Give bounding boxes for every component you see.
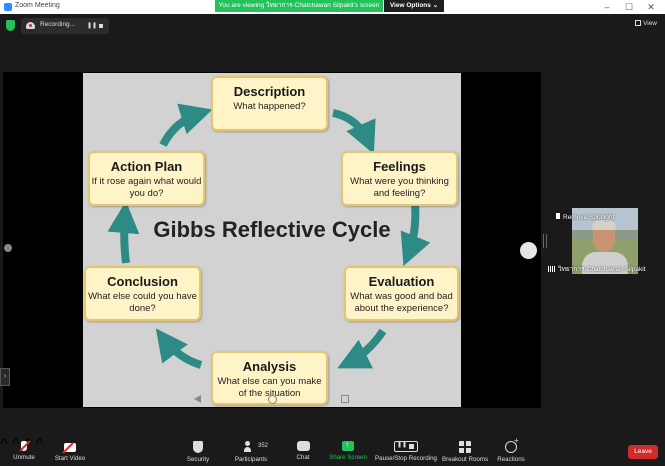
- chat-label: Chat: [296, 454, 310, 461]
- view-button[interactable]: View: [635, 20, 657, 27]
- meeting-toolbar: Unmute ^ Start Video ^ Security 352 Part…: [0, 436, 665, 466]
- participants-label: Participants: [234, 456, 268, 463]
- cycle-arrows: [107, 103, 431, 369]
- security-label: Security: [186, 456, 210, 463]
- breakout-rooms-button[interactable]: Breakout Rooms: [442, 436, 488, 466]
- box-title: Analysis: [242, 359, 297, 374]
- box-description: Description What happened?: [211, 76, 328, 131]
- participant-name: วิทยาการ-Chatchawan Silpakit: [548, 264, 646, 274]
- expand-panel-tab[interactable]: ›: [0, 368, 10, 386]
- box-subtitle: What happened?: [233, 101, 306, 112]
- unmute-label: Unmute: [13, 454, 35, 461]
- android-back-icon[interactable]: [194, 395, 201, 403]
- slide-title: Gibbs Reflective Cycle: [153, 217, 391, 242]
- arrow-actionplan-description: [159, 103, 213, 147]
- remove-spotlight-label: Remove Spotlight: [563, 214, 615, 221]
- zoom-app-icon: [4, 3, 12, 11]
- view-label: View: [643, 20, 657, 27]
- grid-view-icon: [635, 20, 641, 26]
- box-subtitle: What else could you have done?: [88, 291, 197, 314]
- leave-button[interactable]: Leave: [628, 445, 658, 459]
- signal-strength-icon: [548, 266, 556, 272]
- stop-recording-icon[interactable]: [99, 24, 103, 28]
- participant-count: 352: [258, 443, 269, 449]
- participant-hair: [592, 220, 616, 230]
- box-analysis: Analysis What else can you make of the s…: [211, 351, 328, 405]
- android-recents-icon[interactable]: [341, 395, 349, 403]
- maximize-icon[interactable]: ☐: [624, 2, 634, 12]
- breakout-rooms-label: Breakout Rooms: [442, 456, 489, 463]
- box-subtitle: What was good and bad about the experien…: [350, 291, 453, 314]
- breakout-rooms-icon: [459, 441, 471, 453]
- settings-dot-icon[interactable]: [4, 244, 12, 252]
- share-screen-button[interactable]: Share Screen: [329, 436, 367, 466]
- pause-recording-label: Pause/Stop Recording: [375, 455, 437, 462]
- microphone-muted-icon: [19, 440, 31, 452]
- video-options-caret-icon[interactable]: ^: [11, 436, 20, 453]
- recording-indicator: Recording... ❚❚: [21, 18, 109, 34]
- security-button[interactable]: Security: [183, 436, 213, 466]
- pause-stop-icon: [394, 441, 418, 452]
- video-slash-icon: [62, 442, 74, 454]
- drag-handle[interactable]: [520, 242, 537, 259]
- view-options-button[interactable]: View Options ⌄: [384, 0, 444, 12]
- participant-video[interactable]: [572, 208, 638, 274]
- smiley-reaction-icon: [505, 436, 519, 453]
- chat-bubble-icon: [296, 441, 310, 451]
- share-screen-icon: [342, 440, 354, 451]
- remove-spotlight-button[interactable]: Remove Spotlight: [556, 213, 614, 221]
- box-title: Conclusion: [107, 274, 178, 289]
- recording-label: Recording...: [40, 21, 76, 28]
- panel-splitter-icon[interactable]: [543, 234, 547, 248]
- box-conclusion: Conclusion What else could you have done…: [84, 266, 201, 321]
- video-camera-off-icon: [62, 442, 76, 454]
- android-home-icon[interactable]: [268, 395, 277, 404]
- reactions-button[interactable]: Reactions: [496, 436, 526, 466]
- share-banner: You are viewing วิทยาการ-Chatchawan Silp…: [215, 0, 383, 12]
- minimize-icon[interactable]: –: [604, 2, 610, 12]
- start-video-label: Start Video: [54, 455, 86, 462]
- audio-options-caret-icon[interactable]: ^: [0, 436, 8, 453]
- reactions-label: Reactions: [497, 456, 525, 463]
- box-subtitle: What else can you make of the situation: [217, 376, 322, 399]
- box-title: Feelings: [373, 159, 426, 174]
- mute-slash-icon: [19, 440, 31, 452]
- arrow-description-feelings: [332, 109, 376, 154]
- unmute-button[interactable]: Unmute: [8, 436, 40, 466]
- arrow-evaluation-analysis: [337, 328, 387, 369]
- box-title: Description: [233, 84, 306, 99]
- arrow-conclusion-actionplan: [107, 201, 140, 264]
- video-sky: [572, 208, 638, 230]
- box-action-plan: Action Plan If it rose again what would …: [88, 151, 205, 206]
- meeting-top-bar: Recording... ❚❚ View: [0, 15, 665, 37]
- share-screen-label: Share Screen: [329, 454, 367, 461]
- box-feelings: Feelings What were you thinking and feel…: [341, 151, 458, 206]
- pin-icon: [556, 213, 560, 219]
- arrow-feelings-evaluation: [400, 202, 431, 267]
- security-shield-icon: [193, 441, 203, 453]
- pause-recording-icon[interactable]: ❚❚: [87, 23, 98, 29]
- box-evaluation: Evaluation What was good and bad about t…: [344, 266, 459, 321]
- start-video-button[interactable]: Start Video: [52, 436, 88, 466]
- box-subtitle: What were you thinking and feeling?: [350, 176, 449, 199]
- box-title: Evaluation: [368, 274, 435, 289]
- chat-button[interactable]: Chat: [290, 436, 316, 466]
- participant-name-label: วิทยาการ-Chatchawan Silpakit: [558, 266, 646, 273]
- pause-stop-recording-button[interactable]: Pause/Stop Recording: [375, 436, 437, 466]
- close-icon[interactable]: ✕: [647, 2, 655, 12]
- window-title: Zoom Meeting: [15, 2, 60, 9]
- arrow-analysis-conclusion: [155, 328, 203, 369]
- cloud-recording-icon: [26, 22, 35, 29]
- box-title: Action Plan: [110, 159, 183, 174]
- participants-button[interactable]: 352 Participants: [232, 436, 270, 466]
- shared-slide: Description What happened? Feelings What…: [83, 73, 461, 407]
- participants-icon: 352: [244, 441, 268, 453]
- encryption-shield-icon[interactable]: [6, 20, 15, 31]
- box-subtitle: If it rose again what would you do?: [91, 176, 202, 199]
- participant-shirt: [582, 252, 628, 274]
- share-options-caret-icon[interactable]: ^: [35, 436, 44, 453]
- title-bar: Zoom Meeting You are viewing วิทยาการ-Ch…: [0, 0, 665, 14]
